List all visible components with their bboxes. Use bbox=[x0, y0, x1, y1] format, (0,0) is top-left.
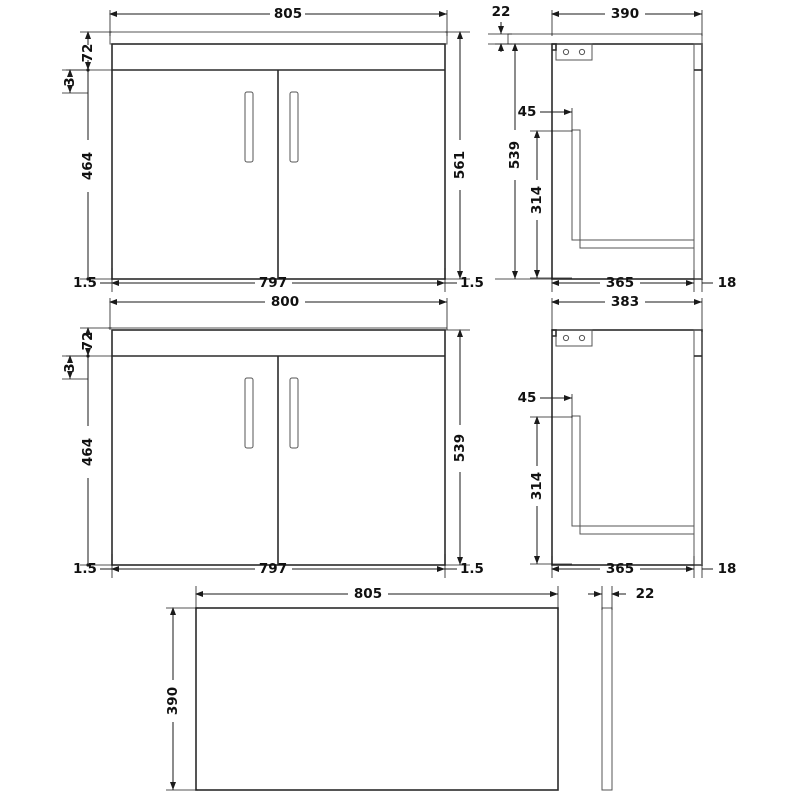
dim-fs-overall-height-539: 539 bbox=[445, 329, 470, 566]
dim-worktop-thickness-22: 22 bbox=[588, 586, 654, 610]
view-wall-hung-side-elevation: 390 22 539 45 bbox=[488, 4, 736, 292]
dim-height-539: 539 bbox=[495, 43, 552, 280]
dim-label-fs-365: 365 bbox=[606, 561, 634, 577]
fs-side-carcass-body bbox=[551, 329, 703, 566]
dim-overall-height-561: 561 bbox=[445, 31, 470, 280]
dim-label-fs-left-gap-1.5: 1.5 bbox=[73, 561, 97, 577]
dim-fs-overall-width-800: 800 bbox=[109, 294, 448, 330]
dim-label-800: 800 bbox=[271, 294, 299, 310]
dim-label-right-gap-1.5: 1.5 bbox=[460, 275, 484, 291]
dim-label-fs-3: 3 bbox=[62, 363, 78, 372]
dim-fs-top-offset-72: 72 bbox=[66, 327, 112, 357]
dim-fs-carcass-depth-365: 365 18 bbox=[551, 556, 737, 578]
dim-label-72: 72 bbox=[80, 44, 96, 63]
dim-fs-depth-383: 383 bbox=[551, 294, 703, 332]
dim-label-539: 539 bbox=[507, 141, 523, 169]
dim-label-fs-72: 72 bbox=[80, 332, 96, 351]
dim-label-390: 390 bbox=[611, 6, 639, 22]
side-carcass-body bbox=[551, 43, 703, 280]
dim-label-fs-18: 18 bbox=[718, 561, 737, 577]
dim-label-18: 18 bbox=[718, 275, 737, 291]
dim-label-fs-45: 45 bbox=[518, 390, 537, 406]
fs-side-door-panel bbox=[693, 329, 703, 566]
dim-fs-door-height-464: 464 bbox=[80, 354, 112, 567]
worktop-plan-body bbox=[195, 607, 559, 791]
dim-fs-shelf-offset-45: 45 bbox=[518, 390, 573, 418]
internal-shelf-panel bbox=[571, 129, 695, 249]
hinge-mount-tab bbox=[552, 43, 557, 51]
dim-top-gap-3: 3 bbox=[62, 69, 88, 94]
dim-door-height-464: 464 bbox=[80, 68, 112, 281]
dim-label-left-gap-1.5: 1.5 bbox=[73, 275, 97, 291]
dim-label-45: 45 bbox=[518, 104, 537, 120]
dim-label-fs-right-gap-1.5: 1.5 bbox=[460, 561, 484, 577]
dim-shelf-offset-45: 45 bbox=[518, 104, 573, 132]
fs-internal-shelf-panel bbox=[571, 415, 695, 535]
hinge-hole-left bbox=[562, 48, 570, 56]
fs-hinge-mount-tab bbox=[552, 329, 557, 337]
dim-shelf-height-314: 314 bbox=[529, 130, 572, 279]
dim-label-fs-539: 539 bbox=[452, 434, 468, 462]
fs-hinge-bracket bbox=[555, 329, 593, 347]
view-worktop-plan: 805 390 bbox=[165, 586, 559, 791]
side-door-panel bbox=[693, 43, 703, 280]
dim-fs-top-gap-3: 3 bbox=[62, 355, 88, 380]
dim-top-thickness-22: 22 bbox=[488, 4, 512, 52]
view-worktop-edge: 22 bbox=[588, 586, 654, 791]
dim-carcass-width-797: 797 1.5 1.5 bbox=[73, 268, 484, 292]
worktop-slab bbox=[109, 31, 448, 45]
side-worktop-slab bbox=[507, 33, 703, 45]
fs-hinge-hole-right bbox=[578, 334, 586, 342]
dim-label-805: 805 bbox=[274, 6, 302, 22]
dim-label-3: 3 bbox=[62, 77, 78, 86]
dim-top-offset-72: 72 bbox=[66, 31, 112, 71]
dim-label-worktop-390: 390 bbox=[165, 687, 181, 715]
dim-fs-shelf-height-314: 314 bbox=[529, 416, 572, 565]
left-door-handle bbox=[244, 91, 254, 163]
view-floor-standing-front-elevation: 800 72 3 464 bbox=[62, 294, 484, 578]
dim-depth-390: 390 bbox=[551, 6, 703, 36]
right-door-handle bbox=[289, 91, 299, 163]
fs-right-door-handle bbox=[289, 377, 299, 449]
dim-label-561: 561 bbox=[452, 151, 468, 179]
dim-label-fs-464: 464 bbox=[80, 438, 96, 466]
fs-left-door-handle bbox=[244, 377, 254, 449]
hinge-hole-right bbox=[578, 48, 586, 56]
dim-label-fs-314: 314 bbox=[529, 472, 545, 500]
dim-label-worktop-22: 22 bbox=[636, 586, 655, 602]
worktop-edge-body bbox=[601, 607, 613, 791]
dim-label-worktop-805: 805 bbox=[354, 586, 382, 602]
view-floor-standing-side-elevation: 383 45 314 365 18 bbox=[518, 294, 737, 578]
dim-worktop-width-805: 805 bbox=[195, 586, 559, 610]
fs-hinge-hole-left bbox=[562, 334, 570, 342]
hinge-bracket bbox=[555, 43, 593, 61]
dim-label-464: 464 bbox=[80, 152, 96, 180]
dim-label-365: 365 bbox=[606, 275, 634, 291]
dim-label-314: 314 bbox=[529, 186, 545, 214]
dim-label-fs-797: 797 bbox=[259, 561, 287, 577]
dim-label-22: 22 bbox=[492, 4, 511, 20]
view-wall-hung-front-elevation: 805 72 3 464 bbox=[62, 6, 484, 292]
dim-label-797: 797 bbox=[259, 275, 287, 291]
dim-fs-carcass-width-797: 797 1.5 1.5 bbox=[73, 554, 484, 578]
dim-worktop-depth-390: 390 bbox=[165, 607, 198, 791]
dim-label-383: 383 bbox=[611, 294, 639, 310]
dim-carcass-depth-365: 365 18 bbox=[551, 270, 737, 292]
